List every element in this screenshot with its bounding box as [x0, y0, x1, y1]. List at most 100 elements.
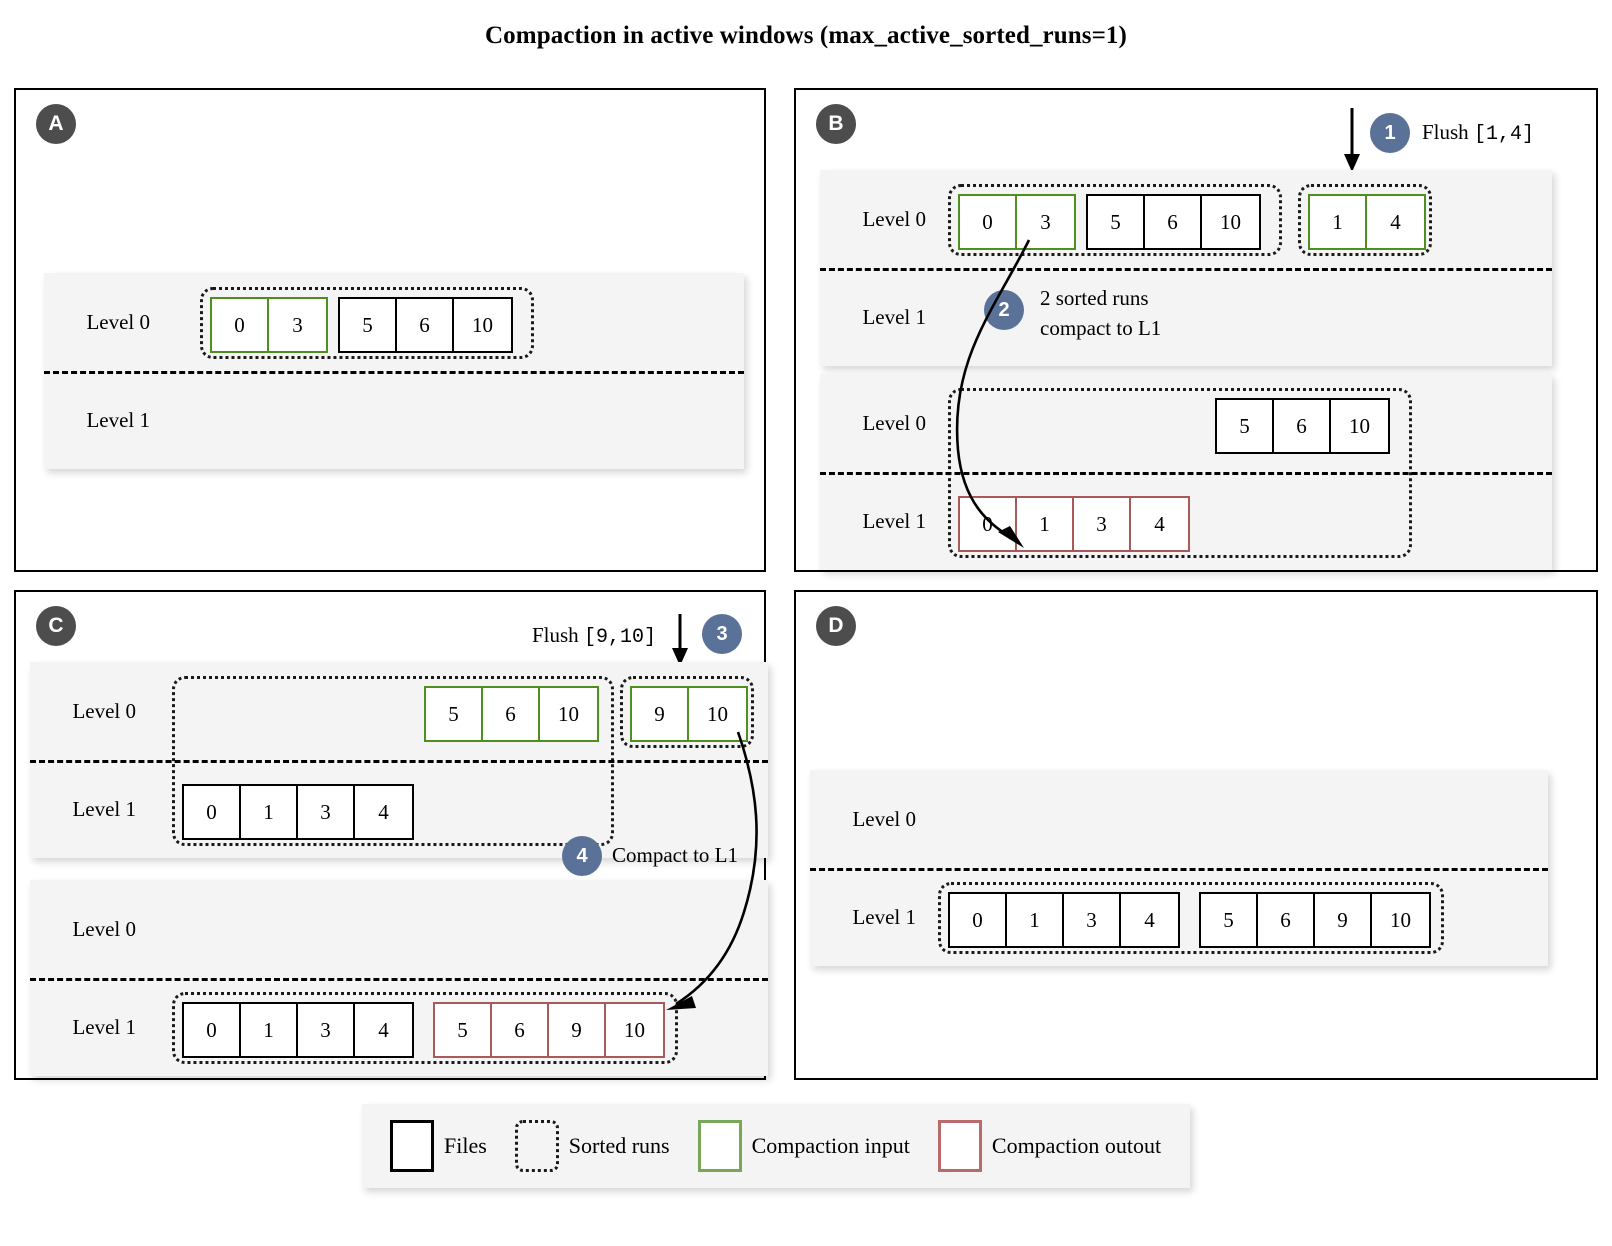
panel-letter-badge: B [816, 104, 856, 144]
file-cell: 10 [606, 1004, 663, 1056]
file-cell: 1 [241, 786, 298, 838]
step-1-label: Flush [1,4] [1422, 117, 1534, 150]
level-block-b2: Level 0 5 6 10 0 1 3 4 Level 1 [820, 374, 1552, 570]
file-cell: 3 [298, 786, 355, 838]
panel-letter-badge: D [816, 606, 856, 646]
legend-label: Compaction outout [991, 1133, 1162, 1158]
file-cell: 6 [1274, 400, 1331, 452]
step-2-line2: compact to L1 [1040, 316, 1162, 340]
legend: Files Sorted runs Compaction input Compa… [362, 1104, 1190, 1188]
file-cell: 4 [1367, 196, 1424, 248]
panel-c: C Flush [9,10] 3 Level 0 5 6 10 0 1 3 4 [14, 590, 768, 1080]
sorted-runs-swatch-icon [514, 1120, 559, 1172]
panel-letter-badge: A [36, 104, 76, 144]
level1-label: Level 1 [862, 508, 926, 533]
step-badge-2: 2 [984, 290, 1024, 330]
file-run: 0 3 [210, 297, 328, 353]
file-cell: 6 [1145, 196, 1202, 248]
file-cell: 5 [1201, 894, 1258, 946]
level0-row: Level 0 [30, 880, 768, 978]
sorted-run-group: 9 10 [620, 676, 754, 748]
file-run: 5 6 10 [1086, 194, 1261, 250]
level0-label: Level 0 [72, 916, 136, 941]
level1-label: Level 1 [86, 407, 150, 432]
flush-range: [9,10] [583, 626, 656, 649]
file-run: 5 6 9 10 [1199, 892, 1431, 948]
file-cell: 10 [454, 299, 511, 351]
level0-row: Level 0 [810, 770, 1548, 868]
level1-row: Level 1 0 1 3 4 5 6 9 10 [30, 978, 768, 1076]
file-cell: 0 [960, 196, 1017, 248]
file-run: 1 4 [1308, 194, 1426, 250]
flush-range: [1,4] [1473, 123, 1534, 146]
level1-row: Level 1 [30, 760, 768, 858]
file-cell: 5 [435, 1004, 492, 1056]
sorted-run-group: 1 4 [1298, 184, 1432, 256]
level-divider [30, 760, 768, 763]
legend-item-sorted-runs: Sorted runs [514, 1120, 670, 1172]
level0-label: Level 0 [72, 698, 136, 723]
files-swatch-icon [390, 1120, 434, 1172]
level0-row: Level 0 5 6 10 0 1 3 4 9 10 [30, 662, 768, 846]
file-cell: 3 [269, 299, 326, 351]
file-cell: 1 [1007, 894, 1064, 946]
file-cell: 0 [950, 894, 1007, 946]
file-cell: 5 [1088, 196, 1145, 248]
level0-row: Level 0 5 6 10 0 1 3 4 [820, 374, 1552, 558]
sorted-run-group: 0 1 3 4 5 6 9 10 [938, 882, 1444, 954]
level0-label: Level 0 [862, 206, 926, 231]
file-cell: 4 [1131, 498, 1188, 550]
file-cell: 0 [184, 1004, 241, 1056]
file-run: 0 1 3 4 [182, 784, 414, 840]
level1-label: Level 1 [72, 1014, 136, 1039]
level-block-c1: Level 0 5 6 10 0 1 3 4 9 10 [30, 662, 768, 858]
file-cell: 1 [241, 1004, 298, 1056]
file-cell: 6 [1258, 894, 1315, 946]
file-cell: 4 [1121, 894, 1178, 946]
file-cell: 6 [397, 299, 454, 351]
file-cell: 5 [340, 299, 397, 351]
panel-d: D Level 0 Level 1 0 1 3 4 5 6 9 10 [794, 590, 1598, 1080]
flush-text: Flush [532, 623, 579, 647]
sorted-run-group: 0 1 3 4 5 6 9 10 [172, 992, 678, 1064]
page-title: Compaction in active windows (max_active… [485, 22, 1127, 49]
flush-text: Flush [1422, 120, 1469, 144]
file-run: 9 10 [630, 686, 748, 742]
file-cell: 9 [1315, 894, 1372, 946]
level1-label: Level 1 [72, 796, 136, 821]
panel-a: A Level 0 0 3 5 6 10 Level 1 [14, 88, 766, 572]
step-3-label: Flush [9,10] [532, 620, 656, 653]
level1-row: Level 1 [820, 472, 1552, 570]
panel-letter-badge: C [36, 606, 76, 646]
legend-label: Files [444, 1133, 487, 1158]
compaction-output-swatch-icon [937, 1120, 982, 1172]
step-4-label: Compact to L1 [612, 843, 738, 867]
file-cell: 3 [298, 1004, 355, 1056]
level-divider [820, 472, 1552, 475]
step-badge-3: 3 [702, 614, 742, 654]
file-run: 5 6 10 [424, 686, 599, 742]
file-cell: 3 [1017, 196, 1074, 248]
level-block-d1: Level 0 Level 1 0 1 3 4 5 6 9 10 [810, 770, 1548, 966]
file-cell: 4 [355, 1004, 412, 1056]
step-badge-1: 1 [1370, 113, 1410, 153]
file-run: 0 3 [958, 194, 1076, 250]
level-block-c2: Level 0 Level 1 0 1 3 4 5 6 9 10 [30, 880, 768, 1076]
sorted-run-group: 5 6 10 0 1 3 4 [172, 676, 614, 846]
level0-label: Level 0 [862, 410, 926, 435]
level-divider [820, 268, 1552, 271]
compaction-input-swatch-icon [697, 1120, 742, 1172]
file-cell: 10 [1372, 894, 1429, 946]
legend-item-compaction-output: Compaction outout [937, 1120, 1162, 1172]
legend-label: Compaction input [751, 1133, 910, 1158]
legend-label: Sorted runs [568, 1133, 670, 1158]
legend-item-compaction-input: Compaction input [697, 1120, 910, 1172]
step-2-label: 2 sorted runs compact to L1 [1040, 283, 1161, 343]
file-cell: 0 [212, 299, 269, 351]
file-cell: 10 [689, 688, 746, 740]
file-run: 0 1 3 4 [948, 892, 1180, 948]
level0-row: Level 0 0 3 5 6 10 [44, 273, 744, 371]
file-cell: 3 [1064, 894, 1121, 946]
level-block-a1: Level 0 0 3 5 6 10 Level 1 [44, 273, 744, 469]
sorted-run-group: 5 6 10 0 1 3 4 [948, 388, 1412, 558]
